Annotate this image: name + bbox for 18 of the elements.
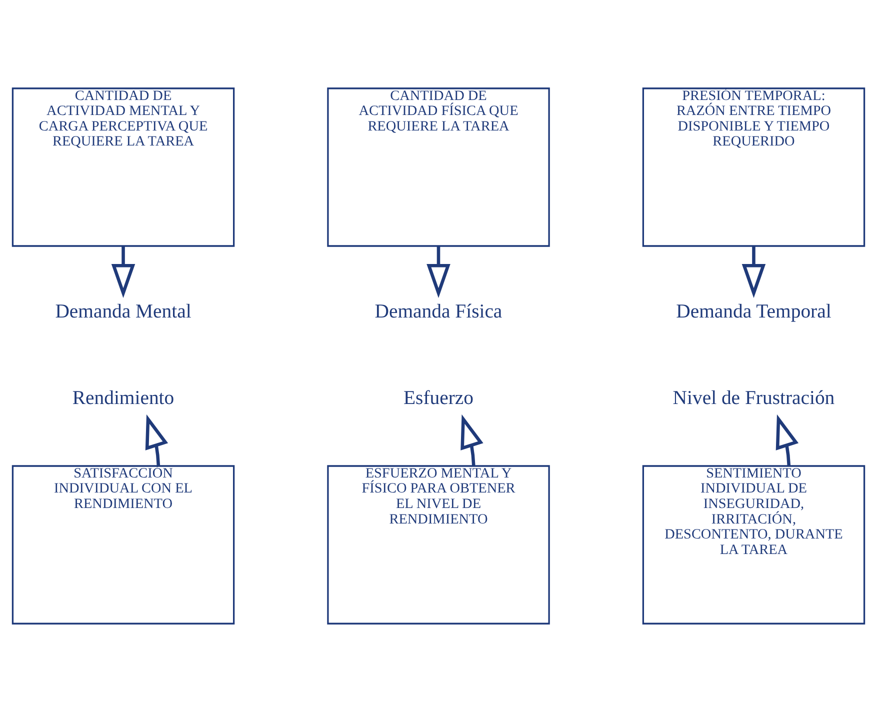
node-text: Demanda Física (374, 300, 502, 323)
arrow (460, 414, 484, 466)
node-box: SATISFACCIÓN INDIVIDUAL CON EL RENDIMIENTO (12, 465, 235, 624)
node-box: PRESIÓN TEMPORAL: RAZÓN ENTRE TIEMPO DISPONIBLE Y TIEMPO REQUERIDO (642, 88, 866, 247)
node-box: CANTIDAD DE ACTIVIDAD FÍSICA QUE REQUIERE LA TAREA (327, 88, 550, 247)
arrow (776, 414, 799, 466)
arrow (742, 246, 766, 298)
node-text: Demanda Mental (55, 300, 192, 323)
arrow (426, 246, 450, 298)
node-text: Demanda Temporal (676, 300, 832, 323)
arrow (145, 414, 168, 466)
node-text: Esfuerzo (404, 387, 474, 410)
node-box: ESFUERZO MENTAL Y FÍSICO PARA OBTENER EL NIVEL DE RENDIMIENTO (327, 465, 550, 624)
arrow (111, 246, 136, 298)
node-text: Nivel de Frustración (672, 387, 835, 410)
node-text: Rendimiento (72, 387, 174, 410)
node-box: CANTIDAD DE ACTIVIDAD MENTAL Y CARGA PERCEPTIVA QUE REQUIERE LA TAREA (12, 88, 235, 247)
node-box: SENTIMIENTO INDIVIDUAL DE INSEGURIDAD, IRRITACIÓN, DESCONTENTO, DURANTE LA TAREA (642, 465, 866, 624)
